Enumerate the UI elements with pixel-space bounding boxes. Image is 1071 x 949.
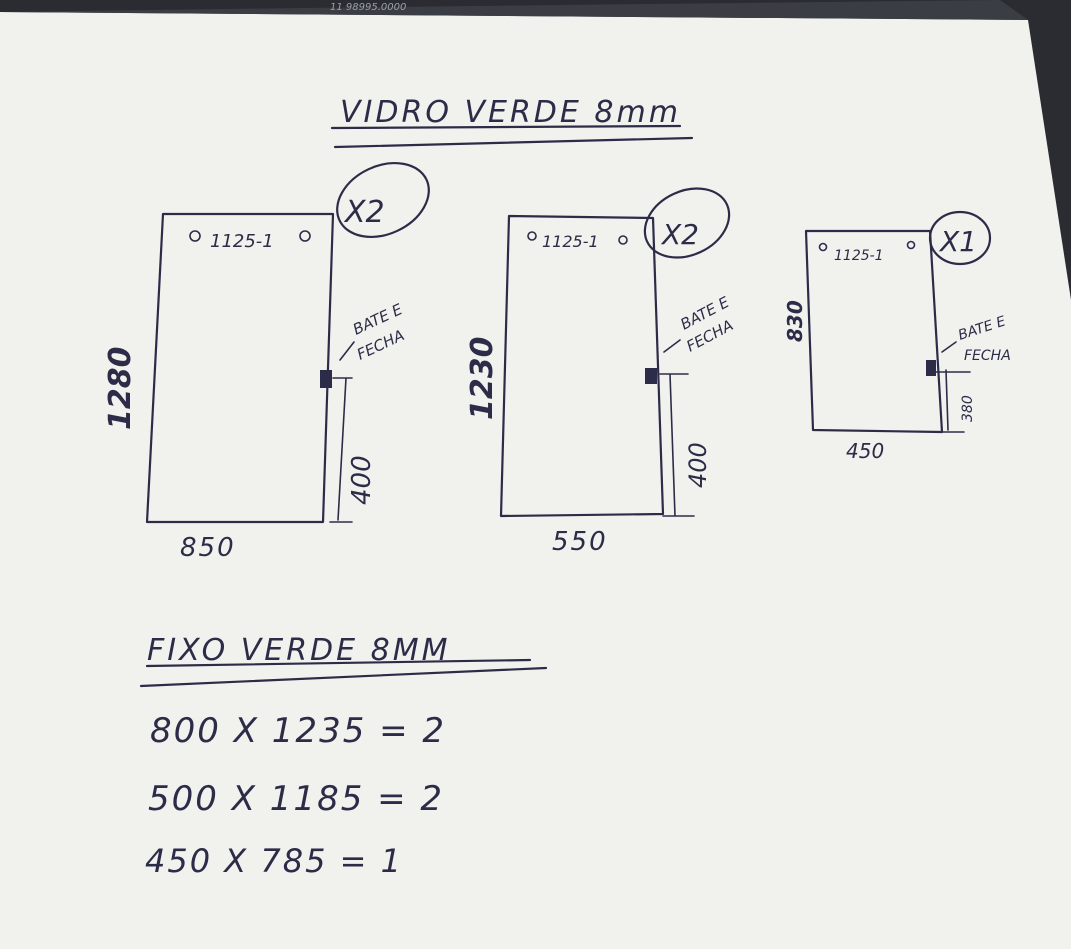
panel-1-height: 1280 bbox=[103, 347, 138, 431]
section1-underline-2 bbox=[333, 136, 694, 149]
paper-sheet bbox=[0, 12, 1071, 949]
panel-3-hardware: 1125-1 bbox=[834, 248, 884, 264]
panel-3-note-line2: FECHA bbox=[964, 348, 1011, 364]
panel-1-hardware: 1125-1 bbox=[210, 231, 274, 252]
section2-underline bbox=[145, 658, 532, 668]
panel-2-height: 1230 bbox=[465, 337, 500, 421]
panel-3-note-arrow bbox=[941, 341, 957, 353]
panel-2-quantity-circle bbox=[643, 187, 731, 259]
panel-2-outline bbox=[499, 214, 665, 518]
panel-1-quantity: X2 bbox=[343, 195, 385, 230]
panel-3-lock-height: 380 bbox=[960, 395, 976, 422]
panel-2-lock-dimension bbox=[659, 373, 695, 517]
panel-2-hole-right bbox=[618, 235, 628, 245]
section1-underline bbox=[330, 124, 682, 130]
panel-1-lock-mark bbox=[320, 370, 332, 388]
panel-1-hole-left bbox=[189, 230, 201, 242]
header-strip bbox=[0, 0, 1028, 20]
panel-2-width: 550 bbox=[552, 527, 608, 557]
panel-1-quantity-circle bbox=[336, 162, 430, 238]
panel-3-quantity-circle bbox=[928, 210, 992, 266]
section1-title: VIDRO VERDE 8mm bbox=[340, 95, 681, 130]
fixed-item-3: 450 X 785 = 1 bbox=[145, 842, 403, 880]
panel-1-hole-right bbox=[299, 230, 311, 242]
fixed-item-2: 500 X 1185 = 2 bbox=[148, 779, 444, 819]
panel-3-height: 830 bbox=[783, 300, 807, 342]
section2-underline-2 bbox=[139, 666, 548, 688]
panel-2-lock-mark bbox=[645, 368, 657, 384]
panel-1-lock-height: 400 bbox=[347, 455, 377, 505]
panel-3-width: 450 bbox=[846, 439, 884, 463]
fixed-item-1: 800 X 1235 = 2 bbox=[150, 711, 446, 751]
header-strip-text: 11 98995.0000 bbox=[330, 2, 406, 13]
panel-2-lock-height: 400 bbox=[684, 442, 712, 488]
panel-3-lock-dimension bbox=[935, 369, 971, 433]
panel-1-width: 850 bbox=[180, 533, 236, 563]
panel-3: 1125-1 X1 830 450 BATE E FECHA 380 bbox=[783, 210, 1011, 463]
panel-2-hole-left bbox=[527, 231, 537, 241]
panel-2-quantity: X2 bbox=[660, 218, 699, 251]
panel-1-note-arrow bbox=[339, 341, 355, 361]
panel-2-note-arrow bbox=[663, 339, 681, 353]
panel-1-lock-dimension bbox=[329, 377, 353, 523]
panel-3-quantity: X1 bbox=[938, 225, 977, 258]
panel-1-outline bbox=[145, 212, 335, 524]
panel-2-hardware: 1125-1 bbox=[542, 232, 599, 251]
panel-3-lock-mark bbox=[926, 360, 936, 376]
panel-3-hole-left bbox=[818, 242, 828, 252]
panel-3-hole-right bbox=[906, 240, 916, 250]
